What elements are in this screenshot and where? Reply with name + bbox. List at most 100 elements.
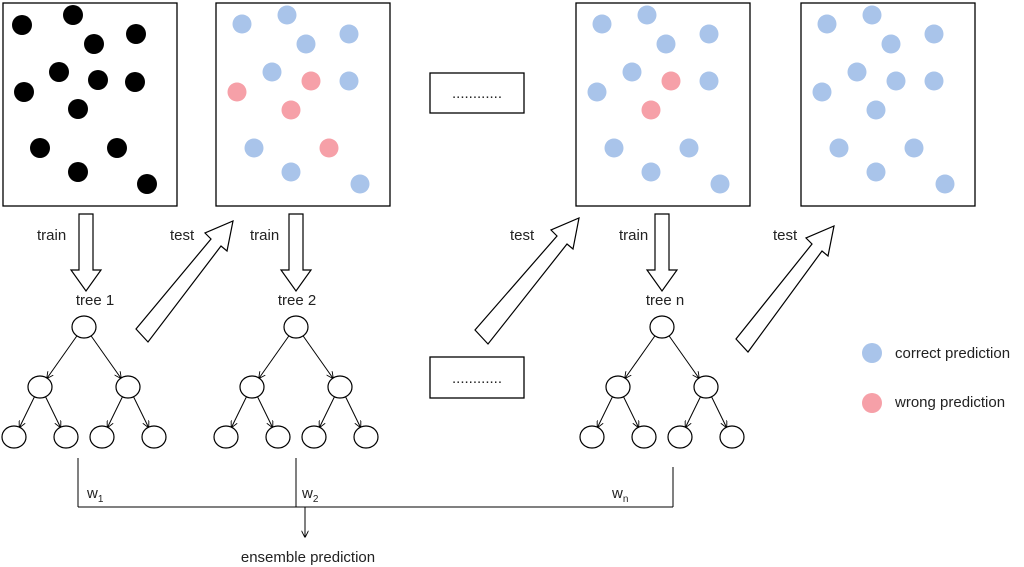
training-sample-dot xyxy=(12,15,32,35)
correct-prediction-dot xyxy=(924,24,944,44)
correct-prediction-dot xyxy=(710,174,730,194)
correct-prediction-dot xyxy=(350,174,370,194)
legend-wrong-swatch xyxy=(862,393,882,413)
wrong-prediction-dot xyxy=(641,100,661,120)
correct-prediction-dot xyxy=(604,138,624,158)
tree-internal-node xyxy=(27,375,53,399)
correct-prediction-dot xyxy=(339,24,359,44)
correct-prediction-dot xyxy=(296,34,316,54)
ensemble-prediction-label: ensemble prediction xyxy=(241,549,375,566)
train-label-1: train xyxy=(37,227,66,244)
correct-prediction-dot xyxy=(924,71,944,91)
tree-leaf-node xyxy=(265,425,291,449)
tree-internal-node xyxy=(239,375,265,399)
training-sample-dot xyxy=(30,138,50,158)
correct-prediction-dot xyxy=(244,138,264,158)
correct-prediction-dot xyxy=(592,14,612,34)
training-sample-dot xyxy=(137,174,157,194)
correct-prediction-dot xyxy=(904,138,924,158)
training-sample-dot xyxy=(84,34,104,54)
training-sample-dot xyxy=(68,99,88,119)
training-sample-dot xyxy=(49,62,69,82)
wrong-prediction-dot xyxy=(281,100,301,120)
tree-leaf-node xyxy=(141,425,167,449)
ellipsis-text: ............ xyxy=(452,85,502,102)
tree-leaf-node xyxy=(579,425,605,449)
wrong-prediction-dot xyxy=(319,138,339,158)
correct-prediction-dot xyxy=(866,100,886,120)
tree-internal-node xyxy=(693,375,719,399)
tree-leaf-node xyxy=(353,425,379,449)
tree-label-n: tree n xyxy=(646,292,684,309)
tree-leaf-node xyxy=(1,425,27,449)
wrong-prediction-dot xyxy=(661,71,681,91)
tree-leaf-node xyxy=(719,425,745,449)
ensemble-wiring xyxy=(77,458,674,537)
correct-prediction-dot xyxy=(866,162,886,182)
legend-wrong-label: wrong prediction xyxy=(894,394,1005,411)
training-sample-dot xyxy=(68,162,88,182)
test-panel-n xyxy=(575,2,751,207)
tree-leaf-node xyxy=(89,425,115,449)
weight-w2: w2 xyxy=(301,485,319,505)
legend-correct-label: correct prediction xyxy=(895,345,1010,362)
correct-prediction-dot xyxy=(935,174,955,194)
decision-tree-2 xyxy=(213,315,379,449)
correct-prediction-dot xyxy=(232,14,252,34)
ellipsis-box-top: ............ xyxy=(429,72,525,114)
tree-root-node xyxy=(71,315,97,339)
weight-w1: w1 xyxy=(86,485,104,505)
test-arrow-2 xyxy=(474,217,580,345)
correct-prediction-dot xyxy=(281,162,301,182)
correct-prediction-dot xyxy=(637,5,657,25)
tree-internal-node xyxy=(115,375,141,399)
correct-prediction-dot xyxy=(699,24,719,44)
test-arrow-n xyxy=(735,224,835,353)
tree-root-node xyxy=(283,315,309,339)
training-sample-dot xyxy=(63,5,83,25)
correct-prediction-dot xyxy=(862,5,882,25)
decision-tree-1 xyxy=(1,315,167,449)
training-sample-dot xyxy=(126,24,146,44)
test-label-1: test xyxy=(170,227,195,244)
test-label-n: test xyxy=(773,227,798,244)
tree-leaf-node xyxy=(301,425,327,449)
test-panel-final xyxy=(800,2,976,207)
train-label-n: train xyxy=(619,227,648,244)
ellipsis-text: ............ xyxy=(452,370,502,387)
correct-prediction-dot xyxy=(339,71,359,91)
correct-prediction-dot xyxy=(277,5,297,25)
correct-prediction-dot xyxy=(679,138,699,158)
weight-wn: wn xyxy=(611,485,628,505)
correct-prediction-dot xyxy=(699,71,719,91)
train-arrow-1 xyxy=(69,213,103,293)
training-sample-dot xyxy=(88,70,108,90)
correct-prediction-dot xyxy=(886,71,906,91)
correct-prediction-dot xyxy=(817,14,837,34)
tree-root-node xyxy=(649,315,675,339)
correct-prediction-dot xyxy=(262,62,282,82)
tree-leaf-node xyxy=(213,425,239,449)
tree-leaf-node xyxy=(631,425,657,449)
tree-internal-node xyxy=(327,375,353,399)
training-sample-dot xyxy=(14,82,34,102)
train-label-2: train xyxy=(250,227,279,244)
test-label-2: test xyxy=(510,227,535,244)
correct-prediction-dot xyxy=(641,162,661,182)
test-arrow-1 xyxy=(135,219,234,343)
tree-leaf-node xyxy=(53,425,79,449)
tree-label-2: tree 2 xyxy=(278,292,316,309)
ellipsis-box-bottom: ............ xyxy=(429,356,525,399)
tree-label-1: tree 1 xyxy=(76,292,114,309)
tree-leaf-node xyxy=(667,425,693,449)
tree-internal-node xyxy=(605,375,631,399)
test-panel-1 xyxy=(215,2,391,207)
correct-prediction-dot xyxy=(587,82,607,102)
correct-prediction-dot xyxy=(881,34,901,54)
legend: correct prediction wrong prediction xyxy=(862,343,1010,413)
training-sample-dot xyxy=(125,72,145,92)
correct-prediction-dot xyxy=(847,62,867,82)
wrong-prediction-dot xyxy=(227,82,247,102)
correct-prediction-dot xyxy=(656,34,676,54)
